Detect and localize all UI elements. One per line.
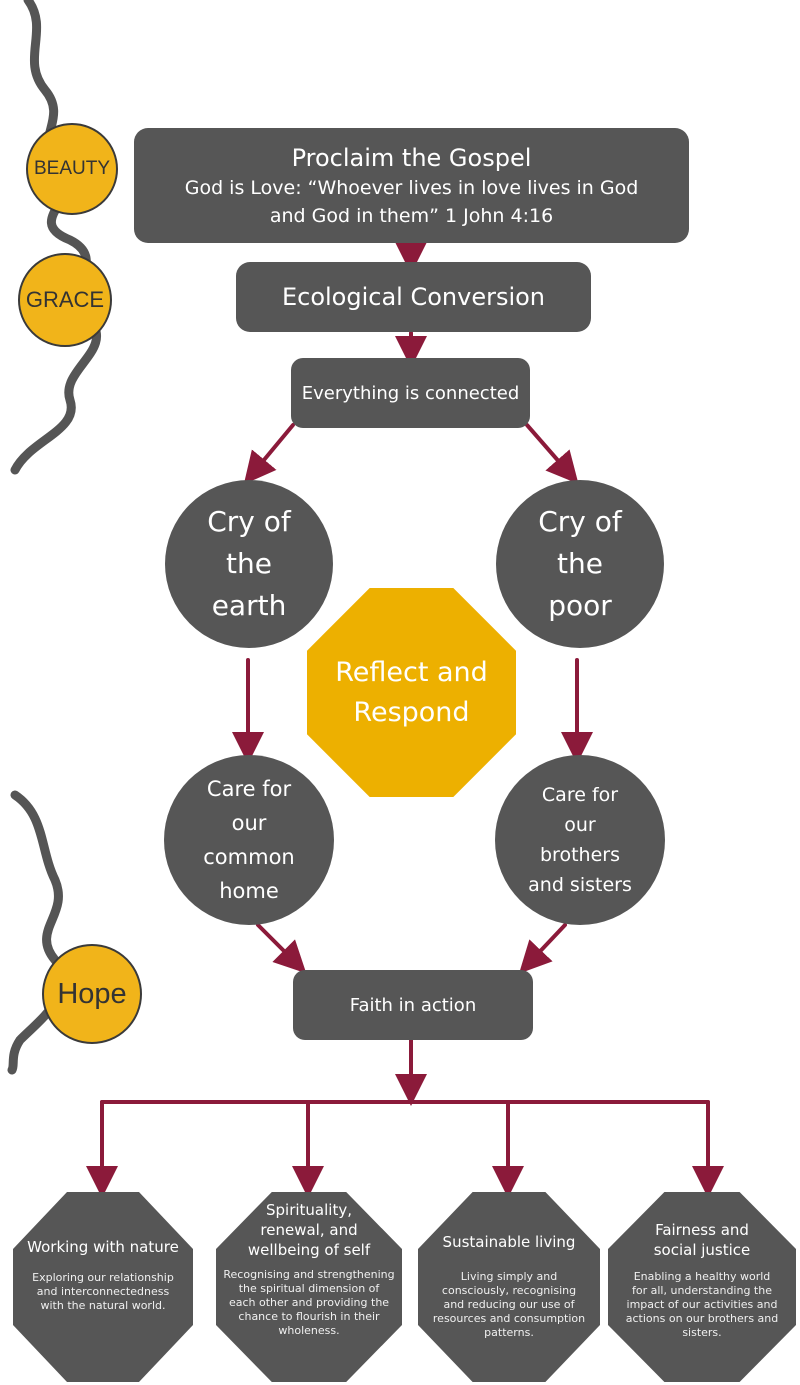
pillar-4-desc-2: for all, understanding the xyxy=(632,1284,772,1297)
pillar-4-desc-3: impact of our activities and xyxy=(626,1298,778,1311)
care-brothers-line-3: brothers xyxy=(540,844,620,866)
pillar-4-title-1: Fairness and xyxy=(655,1221,749,1239)
vine-bottom xyxy=(7,790,68,1075)
pillar-4-desc-5: sisters. xyxy=(682,1326,722,1339)
cry-poor-line-2: the xyxy=(557,547,603,580)
arrow-care-brothers-to-faith xyxy=(519,923,567,974)
cry-earth-line-3: earth xyxy=(211,589,287,622)
pillar-1-desc-1: Exploring our relationship xyxy=(32,1271,174,1284)
pillar-sustainable-living: Sustainable living Living simply and con… xyxy=(418,1192,600,1382)
pillar-3-desc-3: and reducing our use of xyxy=(443,1298,575,1311)
proclaim-title: Proclaim the Gospel xyxy=(291,143,532,172)
care-common-home-circle: Care for our common home xyxy=(164,755,334,925)
everything-connected-box: Everything is connected xyxy=(291,358,530,428)
care-brothers-line-4: and sisters xyxy=(528,874,632,896)
proclaim-line-2: and God in them” 1 John 4:16 xyxy=(269,204,554,227)
reflect-respond-octagon: Reflect and Respond xyxy=(307,588,516,797)
arrow-connected-to-poor xyxy=(525,423,579,485)
pillar-2-title-2: renewal, and xyxy=(260,1221,358,1239)
pillar-3-title: Sustainable living xyxy=(442,1233,576,1251)
care-home-line-3: common xyxy=(203,845,295,869)
pillar-fairness-social-justice: Fairness and social justice Enabling a h… xyxy=(608,1192,796,1382)
cry-of-poor-circle: Cry of the poor xyxy=(496,480,664,648)
care-brothers-sisters-circle: Care for our brothers and sisters xyxy=(495,755,665,925)
pillar-4-title-2: social justice xyxy=(653,1241,751,1259)
badge-beauty: BEAUTY xyxy=(26,123,118,215)
care-brothers-line-1: Care for xyxy=(541,784,619,806)
badge-hope: Hope xyxy=(42,944,142,1044)
pillar-3-desc-1: Living simply and xyxy=(460,1270,558,1283)
care-home-line-4: home xyxy=(219,879,279,903)
cry-poor-line-3: poor xyxy=(548,589,612,622)
vine-top xyxy=(10,0,101,475)
pillar-2-title-1: Spirituality, xyxy=(266,1201,352,1219)
cry-earth-line-2: the xyxy=(226,547,272,580)
pillar-2-desc-1: Recognising and strengthening xyxy=(223,1268,395,1281)
pillar-1-desc-3: with the natural world. xyxy=(40,1299,166,1312)
pillar-2-desc-2: the spiritual dimension of xyxy=(238,1282,380,1295)
pillar-3-desc-2: consciously, recognising xyxy=(441,1284,577,1297)
care-home-line-1: Care for xyxy=(206,777,292,801)
pillar-2-desc-3: each other and providing the xyxy=(228,1296,390,1309)
pillar-1-title: Working with nature xyxy=(27,1238,179,1256)
ecological-conversion-box: Ecological Conversion xyxy=(236,262,591,332)
pillar-working-with-nature: Working with nature Exploring our relati… xyxy=(13,1192,193,1382)
care-home-line-2: our xyxy=(231,811,267,835)
cry-of-earth-circle: Cry of the earth xyxy=(165,480,333,648)
pillar-2-title-3: wellbeing of self xyxy=(247,1241,371,1259)
proclaim-gospel-box: Proclaim the Gospel God is Love: “Whoeve… xyxy=(134,128,689,243)
pillar-3-desc-5: patterns. xyxy=(484,1326,534,1339)
reflect-line-1: Reflect and xyxy=(335,656,488,688)
pillar-2-desc-5: wholeness. xyxy=(278,1324,340,1337)
reflect-line-2: Respond xyxy=(353,696,470,728)
faith-in-action-box: Faith in action xyxy=(293,970,533,1040)
proclaim-line-1: God is Love: “Whoever lives in love live… xyxy=(184,176,639,199)
badge-grace: GRACE xyxy=(18,253,112,347)
cry-earth-line-1: Cry of xyxy=(207,505,291,538)
pillar-4-desc-1: Enabling a healthy world xyxy=(633,1270,771,1283)
cry-poor-line-1: Cry of xyxy=(538,505,622,538)
arrow-care-home-to-faith xyxy=(256,923,307,974)
pillar-4-desc-4: actions on our brothers and xyxy=(625,1312,779,1325)
pillar-spirituality: Spirituality, renewal, and wellbeing of … xyxy=(216,1192,402,1382)
care-brothers-line-2: our xyxy=(564,814,596,836)
pillar-2-desc-4: chance to flourish in their xyxy=(238,1310,380,1323)
arrow-connected-to-earth xyxy=(243,423,295,485)
pillar-1-desc-2: and interconnectedness xyxy=(36,1285,170,1298)
pillar-3-desc-4: resources and consumption xyxy=(432,1312,586,1325)
